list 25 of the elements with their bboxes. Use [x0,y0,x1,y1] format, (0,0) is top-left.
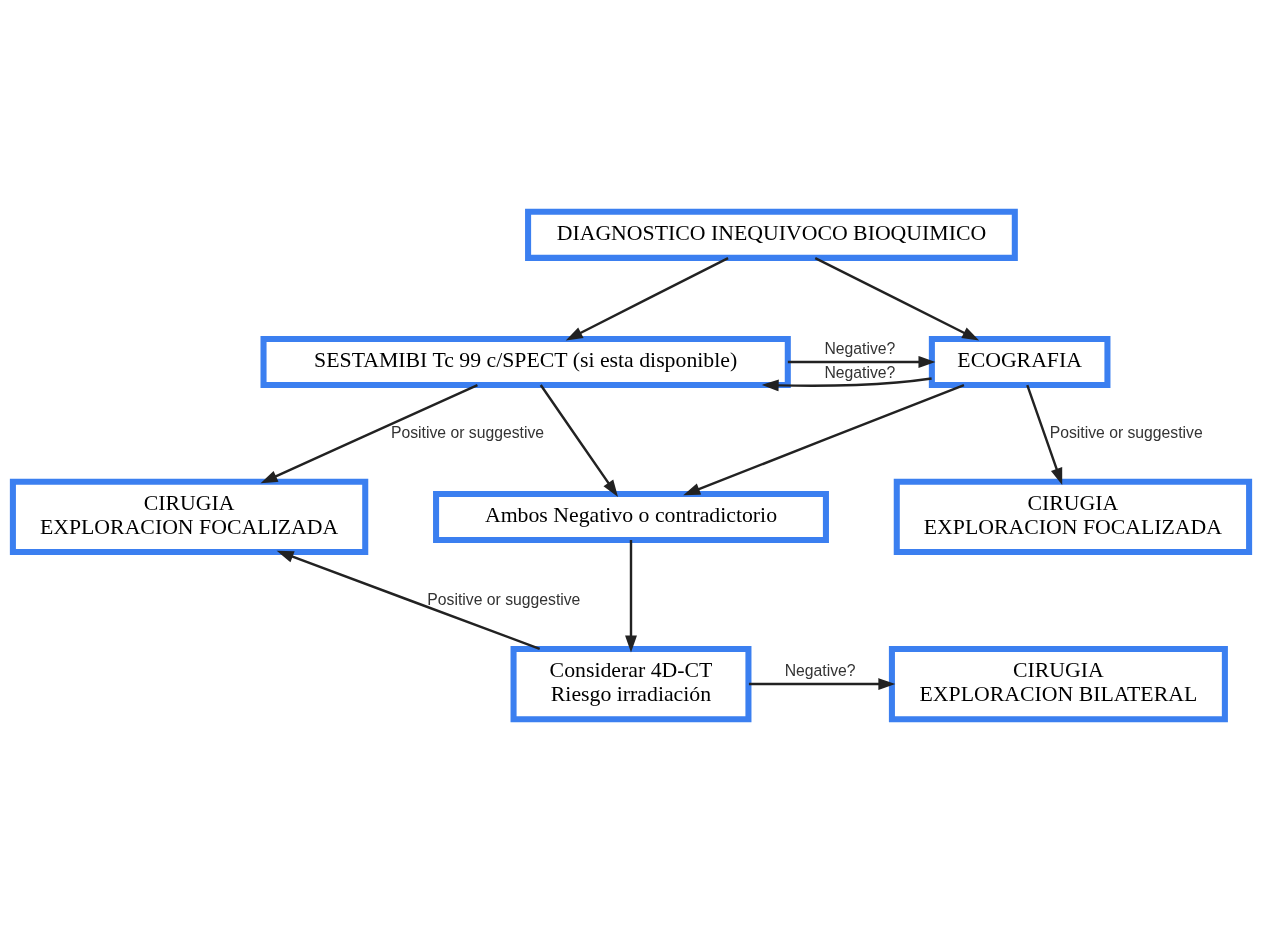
edge-label: Positive or suggestive [427,590,581,608]
arrow [683,383,965,496]
node-box: Considerar 4D-CT Riesgo irradiación [510,645,752,723]
arrow [539,384,618,497]
arrow [787,356,936,368]
arrow [565,257,729,341]
node-box: CIRUGIA EXPLORACION FOCALIZADA [9,478,369,556]
edge-label: Negative? [824,364,896,382]
arrow [1026,384,1063,485]
node-box: Ambos Negativo o contradictorio [433,490,829,543]
edge-label: Negative? [824,339,896,357]
arrow [814,257,980,341]
arrow [761,377,932,392]
edge-label: Positive or suggestive [1049,423,1203,441]
node-box: CIRUGIA EXPLORACION BILATERAL [888,645,1228,723]
node-box: DIAGNOSTICO INEQUIVOCO BIOQUIMICO [525,208,1018,261]
arrow [260,383,478,484]
node-box: ECOGRAFIA [928,335,1111,388]
edge-label: Positive or suggestive [391,423,545,441]
node-box: SESTAMIBI Tc 99 c/SPECT (si esta disponible) [260,335,791,388]
arrow [748,678,896,690]
arrow [276,550,541,650]
node-box: CIRUGIA EXPLORACION FOCALIZADA [893,478,1253,556]
arrow [625,540,637,653]
edge-label: Negative? [784,662,856,680]
